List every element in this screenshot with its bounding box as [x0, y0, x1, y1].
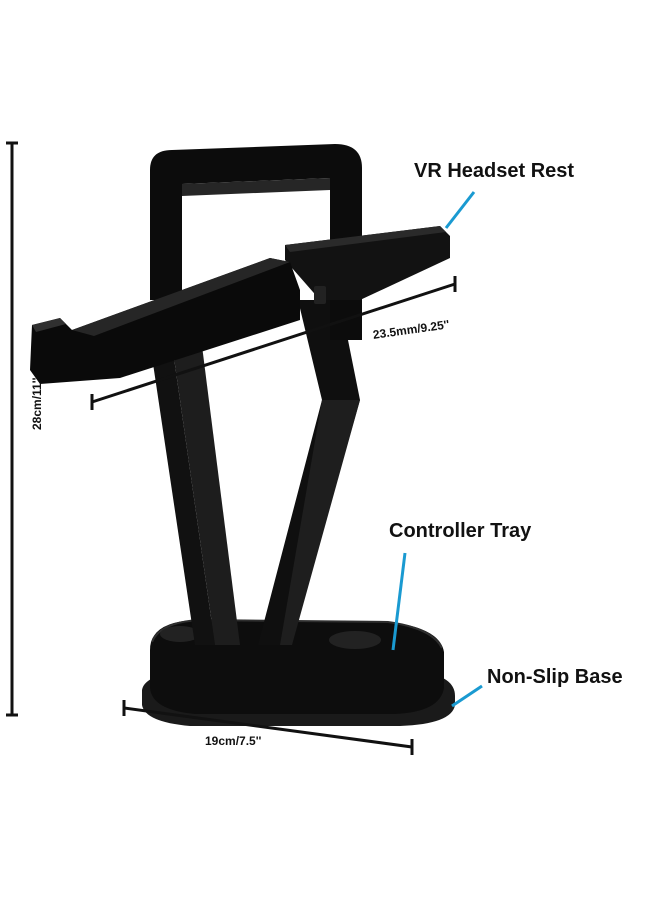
headset-rest-back-arm [285, 226, 450, 300]
leader-line-headset-rest [444, 191, 476, 229]
controller-tray [160, 626, 381, 649]
stand-right-leg [258, 300, 360, 645]
pivot-screw [314, 286, 326, 304]
leader-line-non-slip-base [451, 684, 483, 708]
headset-rest-front-arm [30, 258, 300, 384]
dimension-base-label: 19cm/7.5'' [205, 734, 262, 748]
dimension-height-label: 28cm/11'' [30, 377, 44, 430]
label-controller-tray: Controller Tray [389, 520, 532, 542]
dimension-line-width [90, 276, 457, 410]
leader-line-controller-tray [391, 552, 407, 651]
dimension-line-base [122, 700, 414, 755]
dimension-line-height [6, 141, 18, 717]
label-headset-rest: VR Headset Rest [414, 160, 575, 182]
label-non-slip-base: Non-Slip Base [487, 666, 623, 688]
stand-left-leg [148, 330, 240, 645]
